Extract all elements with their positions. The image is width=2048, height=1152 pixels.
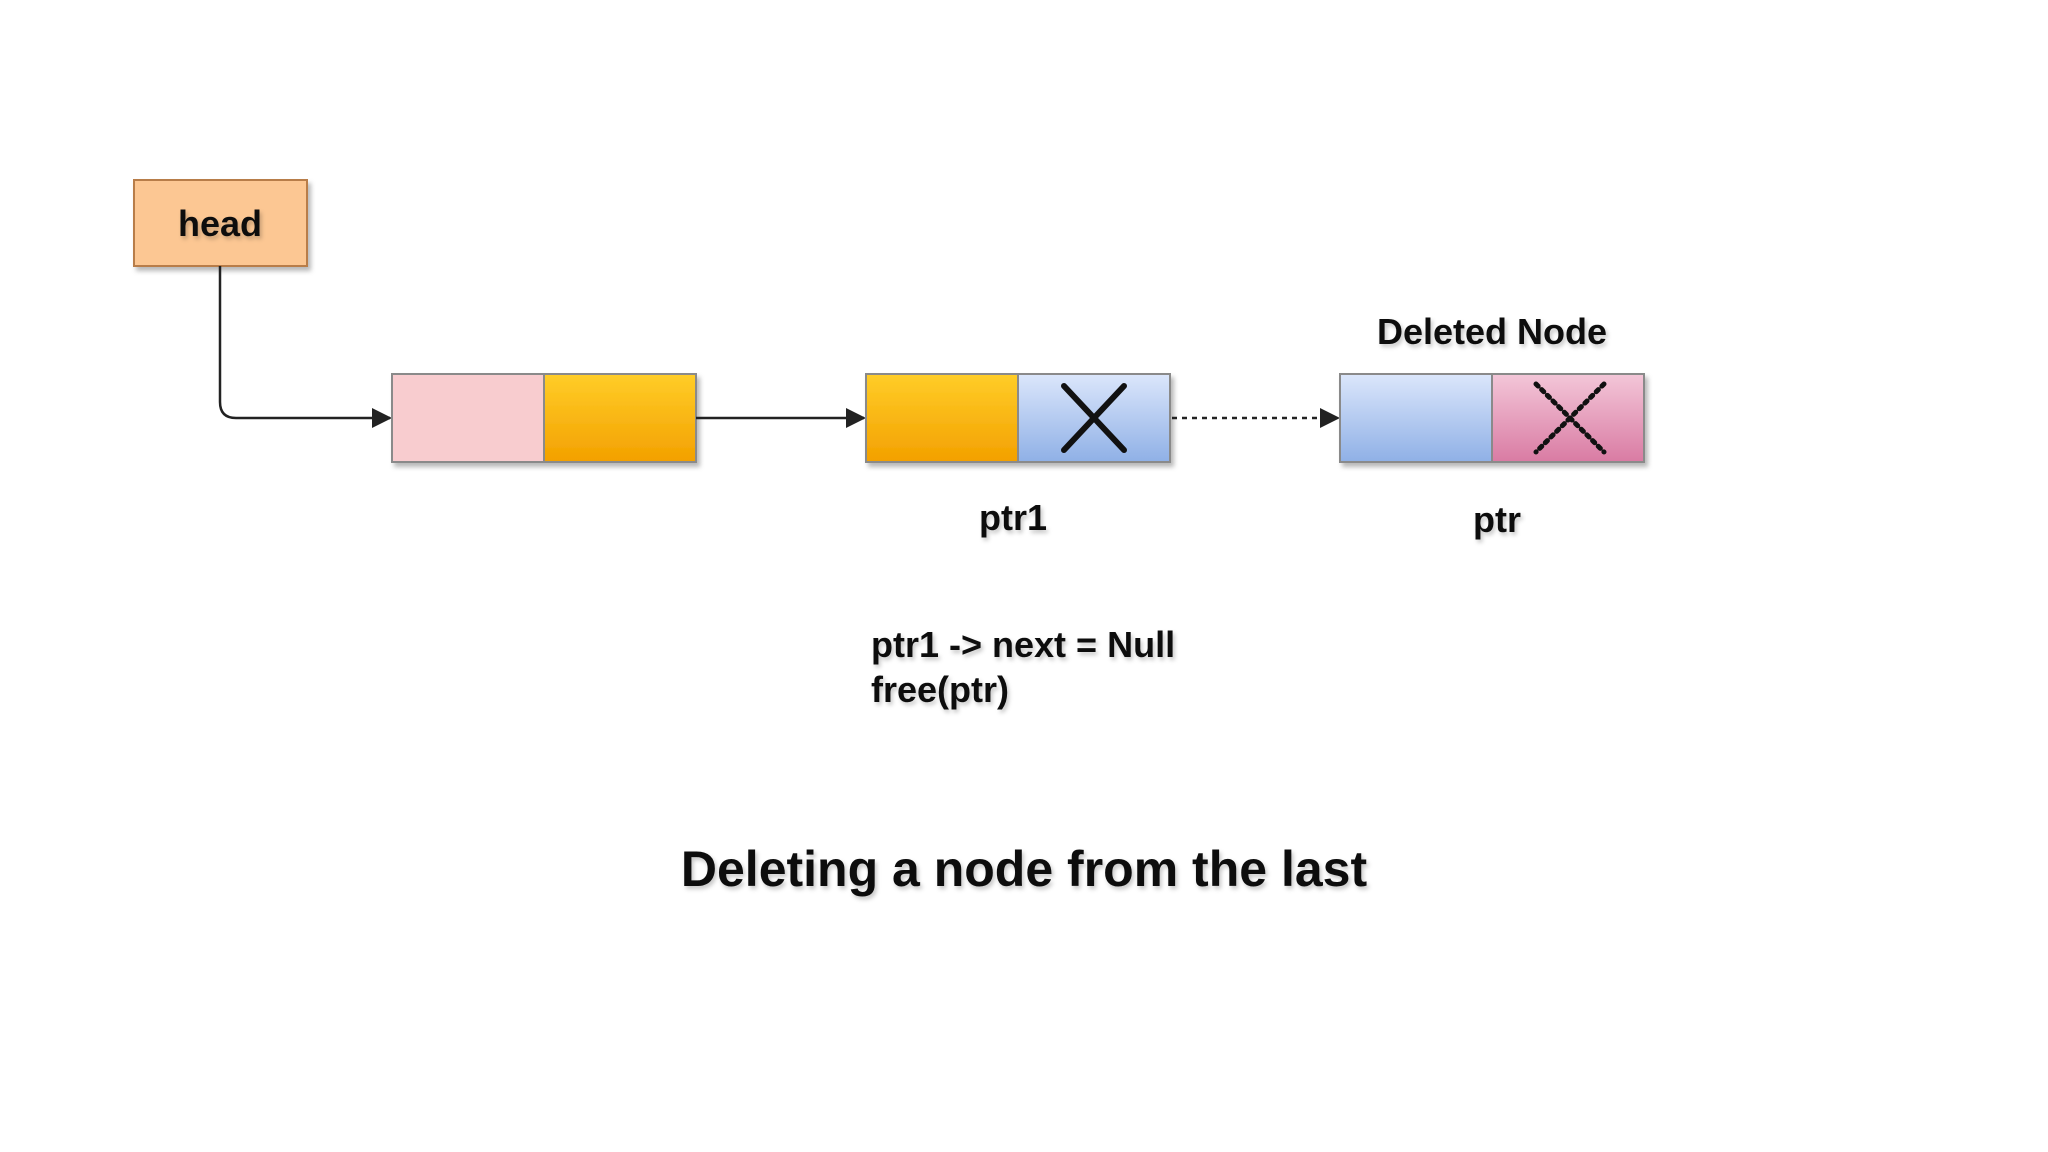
ptr1-label: ptr1 <box>979 497 1047 538</box>
head-to-first-node-arrow <box>218 266 392 428</box>
head-label: head <box>178 203 262 244</box>
ptr-label: ptr <box>1473 499 1521 540</box>
first-node-data-cell <box>391 373 545 463</box>
dotted-cross-icon <box>1533 381 1607 455</box>
first-node <box>391 373 697 463</box>
code-line-2: free(ptr) <box>871 669 1009 710</box>
code-block: ptr1 -> next = Null free(ptr) <box>871 624 1175 710</box>
ptr1-node-data-cell <box>865 373 1019 463</box>
null-cross-icon <box>1061 383 1127 453</box>
deleted-node-data-cell <box>1339 373 1493 463</box>
deleted-node-next-cell <box>1491 373 1645 463</box>
head-pointer-box: head <box>133 179 308 267</box>
first-node-next-cell <box>543 373 697 463</box>
deleted-node-label: Deleted Node <box>1377 311 1607 352</box>
code-line-1: ptr1 -> next = Null <box>871 624 1175 665</box>
diagram-caption: Deleting a node from the last <box>681 841 1368 897</box>
deleted-node <box>1339 373 1645 463</box>
